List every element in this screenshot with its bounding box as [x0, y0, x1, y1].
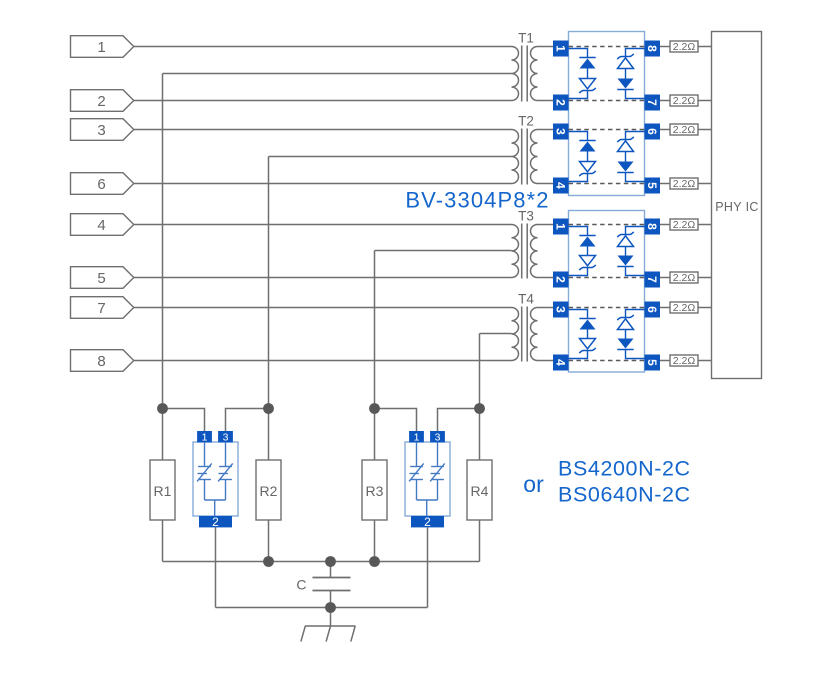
svg-text:R1: R1	[154, 483, 172, 499]
svg-text:2.2Ω: 2.2Ω	[673, 302, 696, 314]
svg-text:3: 3	[97, 122, 105, 139]
svg-text:1: 1	[553, 223, 567, 230]
svg-text:T3: T3	[518, 209, 534, 224]
svg-text:8: 8	[97, 353, 105, 370]
svg-text:7: 7	[97, 300, 105, 317]
svg-text:3: 3	[223, 432, 229, 444]
svg-text:6: 6	[97, 176, 105, 193]
svg-text:8: 8	[645, 45, 659, 52]
svg-text:1: 1	[97, 39, 105, 56]
svg-text:1: 1	[414, 432, 420, 444]
svg-text:PHY IC: PHY IC	[715, 200, 758, 214]
svg-text:4: 4	[97, 217, 105, 234]
svg-text:R4: R4	[471, 483, 489, 499]
svg-text:2.2Ω: 2.2Ω	[673, 41, 696, 53]
svg-text:2: 2	[97, 93, 105, 110]
svg-text:T1: T1	[518, 31, 534, 46]
svg-text:2.2Ω: 2.2Ω	[673, 272, 696, 284]
svg-text:2.2Ω: 2.2Ω	[673, 355, 696, 367]
svg-text:T4: T4	[518, 292, 534, 307]
svg-text:2: 2	[212, 515, 219, 529]
svg-text:4: 4	[553, 182, 567, 189]
svg-text:3: 3	[435, 432, 441, 444]
svg-text:8: 8	[645, 223, 659, 230]
svg-text:or: or	[523, 471, 544, 497]
svg-text:2: 2	[553, 99, 567, 106]
svg-text:7: 7	[645, 99, 659, 106]
svg-text:4: 4	[553, 359, 567, 366]
svg-text:2.2Ω: 2.2Ω	[673, 178, 696, 190]
svg-text:1: 1	[202, 432, 208, 444]
svg-text:3: 3	[553, 306, 567, 313]
svg-text:6: 6	[645, 306, 659, 313]
svg-text:2: 2	[424, 515, 431, 529]
svg-text:7: 7	[645, 276, 659, 283]
svg-text:2: 2	[553, 276, 567, 283]
svg-text:T2: T2	[518, 114, 534, 129]
svg-text:5: 5	[645, 359, 659, 366]
svg-text:2.2Ω: 2.2Ω	[673, 124, 696, 136]
svg-text:1: 1	[553, 45, 567, 52]
svg-text:2.2Ω: 2.2Ω	[673, 95, 696, 107]
svg-text:3: 3	[553, 128, 567, 135]
svg-text:5: 5	[645, 182, 659, 189]
svg-text:2.2Ω: 2.2Ω	[673, 219, 696, 231]
svg-text:5: 5	[97, 270, 105, 287]
svg-text:6: 6	[645, 128, 659, 135]
svg-text:R3: R3	[366, 483, 384, 499]
svg-text:R2: R2	[260, 483, 278, 499]
svg-text:BV-3304P8*2: BV-3304P8*2	[405, 188, 549, 213]
svg-text:BS4200N-2C: BS4200N-2C	[558, 457, 691, 481]
svg-text:BS0640N-2C: BS0640N-2C	[558, 483, 691, 507]
svg-text:C: C	[296, 577, 306, 593]
